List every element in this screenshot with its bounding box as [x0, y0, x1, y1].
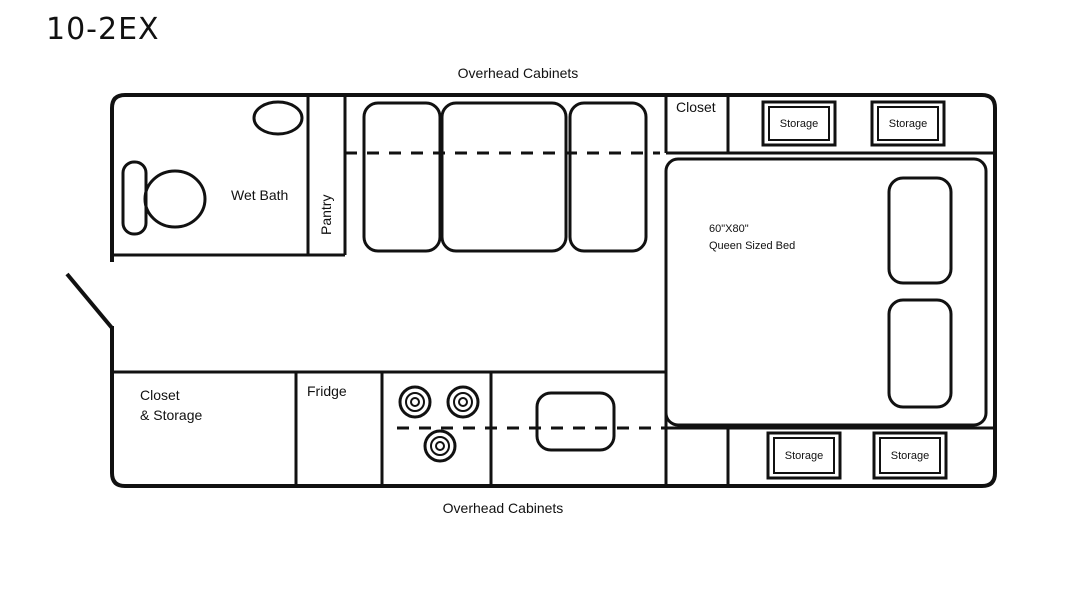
- closet-storage-label-1: Closet: [140, 387, 180, 403]
- storage-box-top-2: Storage: [870, 100, 946, 147]
- stove-burner-3: [423, 429, 457, 463]
- storage-top-2-label: Storage: [889, 118, 928, 130]
- sink-basin: [252, 100, 304, 136]
- outer-wall: [110, 93, 997, 488]
- bed-name-label: Queen Sized Bed: [709, 240, 795, 252]
- dinette-seat-left: [362, 101, 442, 253]
- storage-box-bottom-1: Storage: [766, 431, 842, 480]
- storage-box-top-1: Storage: [761, 100, 837, 147]
- storage-top-1-label: Storage: [780, 118, 819, 130]
- overhead-cabinets-bottom-label: Overhead Cabinets: [443, 500, 564, 516]
- storage-bottom-2-label: Storage: [891, 450, 930, 462]
- wet-bath-label: Wet Bath: [231, 187, 288, 203]
- stove-burner-1: [398, 385, 432, 419]
- dinette-seat-right: [568, 101, 648, 253]
- fridge-label: Fridge: [307, 383, 347, 399]
- overhead-cabinets-top-label: Overhead Cabinets: [458, 65, 579, 81]
- pillow-2: [887, 298, 953, 409]
- kitchen-sink: [535, 391, 616, 452]
- pillow-1: [887, 176, 953, 285]
- bed-size-label: 60"X80": [709, 223, 749, 235]
- pantry-label: Pantry: [318, 195, 334, 235]
- dinette-table: [440, 101, 568, 253]
- stove-burner-2: [446, 385, 480, 419]
- model-title: 10-2EX: [46, 12, 160, 47]
- closet-top-label: Closet: [676, 99, 716, 115]
- toilet-bowl: [143, 169, 207, 229]
- storage-bottom-1-label: Storage: [785, 450, 824, 462]
- storage-box-bottom-2: Storage: [872, 431, 948, 480]
- entry-door: [65, 272, 114, 330]
- queen-bed: [664, 157, 988, 427]
- closet-storage-label-2: & Storage: [140, 407, 202, 423]
- toilet-tank: [121, 160, 148, 236]
